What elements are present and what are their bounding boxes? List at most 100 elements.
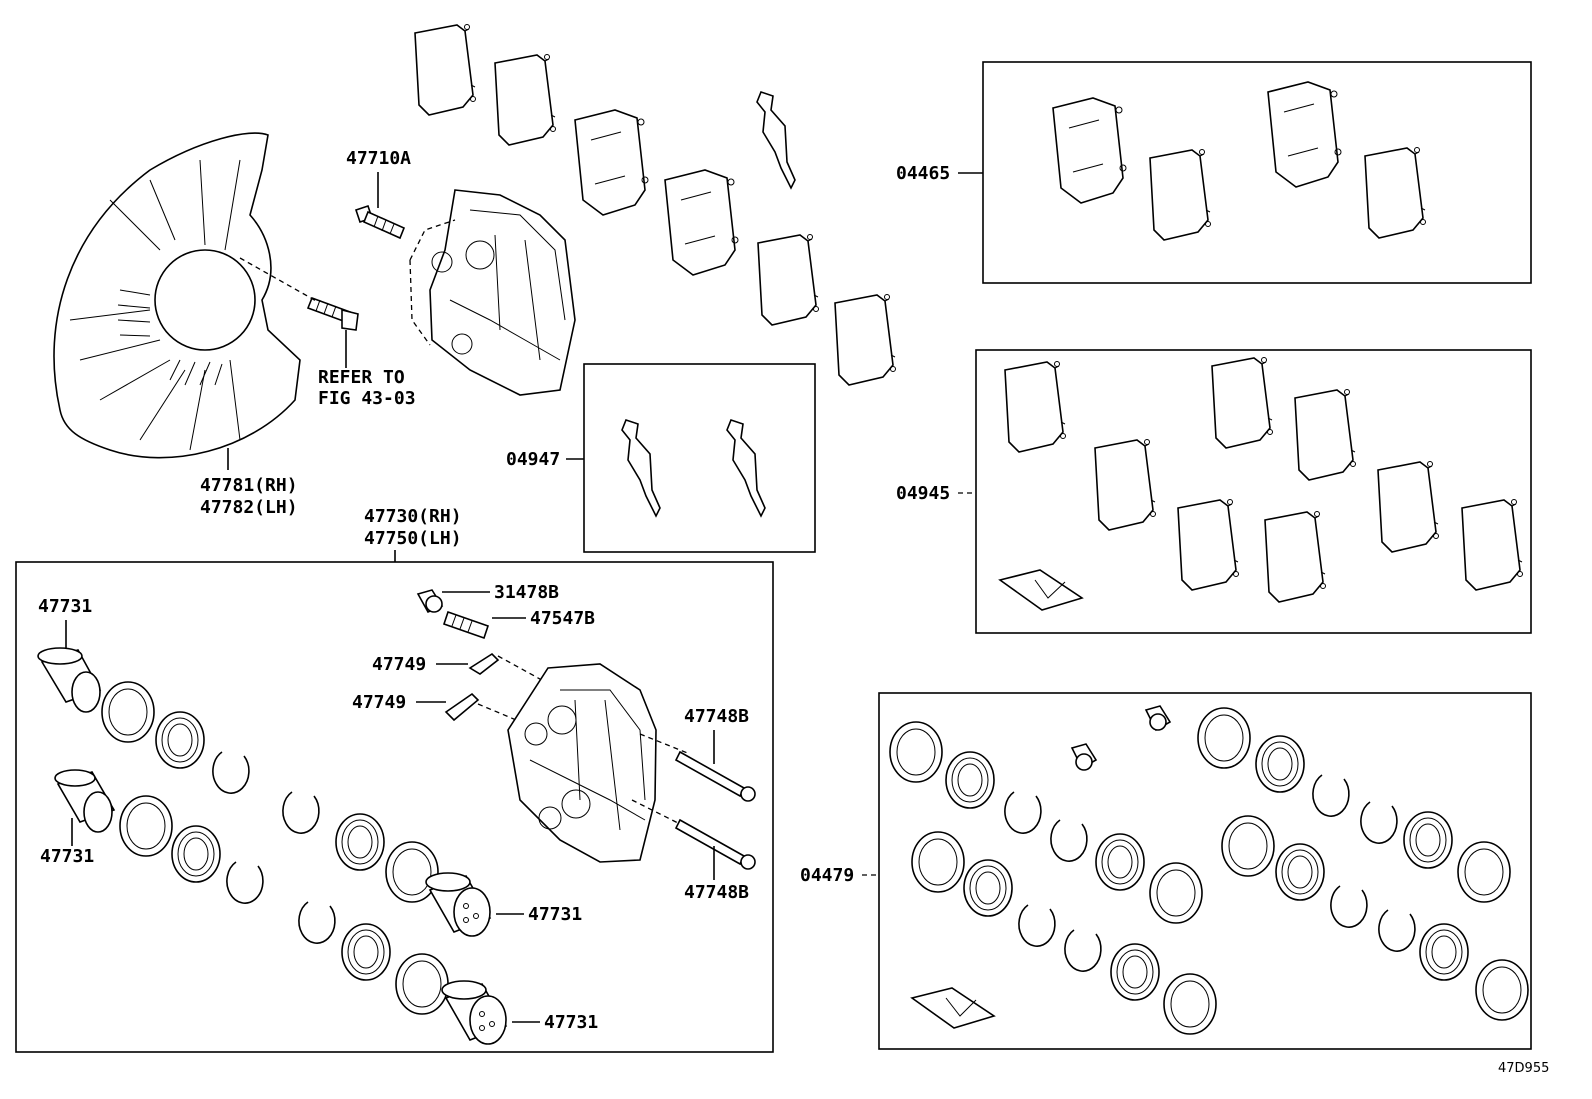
label-47749-b: 47749 — [352, 692, 406, 713]
label-04479: 04479 — [800, 865, 854, 886]
seal-ring-k1 — [889, 721, 943, 783]
seal-k8 — [1419, 923, 1469, 981]
pad-1 — [574, 109, 649, 216]
shim-k1 — [1004, 360, 1067, 453]
caliper-body — [507, 663, 657, 863]
kit-box-04947 — [583, 363, 816, 553]
label-47731-c: 47731 — [528, 904, 582, 925]
shim-k2 — [1094, 438, 1157, 531]
refer-to-line1: REFER TO — [318, 367, 405, 388]
clip-47749-a — [468, 652, 500, 675]
piston-47731-right-2 — [441, 980, 508, 1045]
seal-ring-a3 — [385, 841, 439, 903]
clip-2 — [726, 419, 766, 517]
seal-ring-k6 — [1457, 841, 1511, 903]
pad-plate-1 — [1149, 148, 1212, 241]
seal-k6 — [1403, 811, 1453, 869]
pad-set-1 — [1052, 97, 1127, 204]
seal-ring-k5 — [1197, 707, 1251, 769]
kit-box-04479 — [878, 692, 1532, 1050]
label-47749-a: 47749 — [372, 654, 426, 675]
seal-ring-k3 — [911, 831, 965, 893]
seal-ring-k2 — [1149, 862, 1203, 924]
seal-a2 — [171, 825, 221, 883]
seal-k4 — [1110, 943, 1160, 1001]
dust-shield — [53, 132, 301, 459]
kit-box-04945 — [975, 349, 1532, 634]
c-ring-a1 — [212, 751, 250, 794]
c-ring-k5 — [1312, 774, 1350, 817]
clip-1 — [621, 419, 661, 517]
c-ring-k6 — [1360, 801, 1398, 844]
seal-k5 — [1255, 735, 1305, 793]
pad-2 — [664, 169, 739, 276]
c-ring-k4 — [1064, 929, 1102, 972]
caliper-assembly-box — [15, 561, 774, 1053]
c-ring-a3 — [282, 791, 320, 834]
seal-ring-k7 — [1221, 815, 1275, 877]
c-ring-k8 — [1378, 909, 1416, 952]
grease-packet-1 — [998, 569, 1084, 611]
shim-4 — [834, 293, 897, 386]
label-47731-d: 47731 — [544, 1012, 598, 1033]
shim-3 — [757, 233, 820, 326]
label-47731-a: 47731 — [38, 596, 92, 617]
label-04945: 04945 — [896, 483, 950, 504]
seal-k2 — [1095, 833, 1145, 891]
label-47710A: 47710A — [346, 148, 411, 169]
seal-a3 — [335, 813, 385, 871]
c-ring-k7 — [1330, 885, 1368, 928]
bleeder-47547B — [442, 610, 490, 640]
clip-47749-b — [444, 692, 480, 722]
c-ring-a4 — [298, 901, 336, 944]
seal-k3 — [963, 859, 1013, 917]
label-47781-rh: 47781(RH) — [200, 475, 298, 496]
shim-k4 — [1294, 388, 1357, 481]
c-ring-k3 — [1018, 904, 1056, 947]
shim-1 — [414, 23, 477, 116]
seal-a1 — [155, 711, 205, 769]
label-31478B: 31478B — [494, 582, 559, 603]
shim-k8 — [1461, 498, 1524, 591]
caliper-top — [409, 189, 576, 396]
pad-plate-2 — [1364, 146, 1427, 239]
grease-packet-2 — [910, 987, 996, 1029]
c-ring-k2 — [1050, 819, 1088, 862]
seal-ring-a2 — [119, 795, 173, 857]
clip-top — [756, 91, 796, 189]
bolt-47710A — [354, 204, 406, 240]
seal-ring-k4 — [1163, 973, 1217, 1035]
label-04465: 04465 — [896, 163, 950, 184]
label-04947: 04947 — [506, 449, 560, 470]
shim-k6 — [1264, 510, 1327, 603]
seal-a4 — [341, 923, 391, 981]
c-ring-k1 — [1004, 791, 1042, 834]
cap-31478B — [416, 589, 444, 614]
shim-2 — [494, 53, 557, 146]
label-47547B: 47547B — [530, 608, 595, 629]
piston-47731-right-1 — [425, 872, 492, 937]
label-47782-lh: 47782(LH) — [200, 497, 298, 518]
shim-k7 — [1377, 460, 1440, 553]
label-47750-lh: 47750(LH) — [364, 528, 462, 549]
pin-47748B-b — [674, 818, 756, 870]
pad-set-2 — [1267, 81, 1342, 188]
figure-code: 47D955 — [1498, 1061, 1549, 1076]
bleeder-cap-k1 — [1070, 743, 1098, 771]
refer-to-line2: FIG 43-03 — [318, 388, 416, 409]
piston-47731-mid — [54, 769, 116, 833]
seal-k7 — [1275, 843, 1325, 901]
bleeder-cap-k2 — [1144, 705, 1172, 732]
shim-k3 — [1211, 356, 1274, 449]
shim-k5 — [1177, 498, 1240, 591]
label-47730-rh: 47730(RH) — [364, 506, 462, 527]
seal-ring-a4 — [395, 953, 449, 1015]
pin-47748B-a — [674, 750, 756, 802]
seal-ring-k8 — [1475, 959, 1529, 1021]
c-ring-a2 — [226, 861, 264, 904]
label-47731-b: 47731 — [40, 846, 94, 867]
piston-47731-top — [37, 647, 102, 713]
label-47748B-a: 47748B — [684, 706, 749, 727]
seal-k1 — [945, 751, 995, 809]
